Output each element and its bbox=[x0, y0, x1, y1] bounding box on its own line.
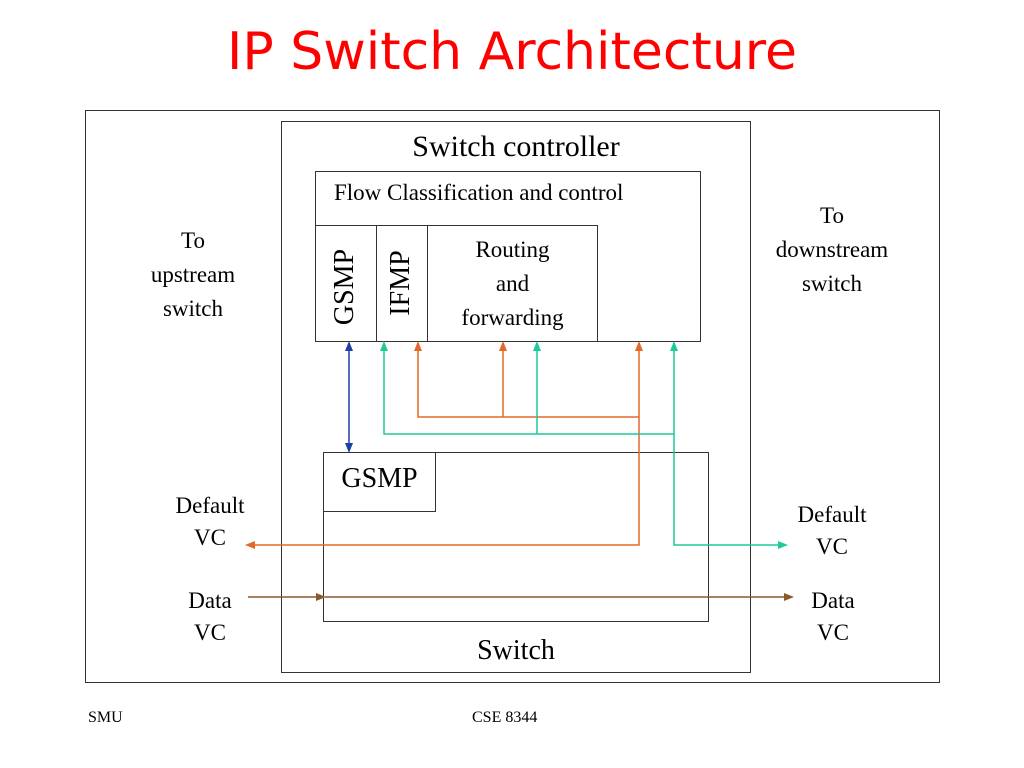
default-vc-left-line-1: Default bbox=[175, 493, 245, 518]
ifmp-link bbox=[380, 341, 674, 435]
upstream-line-3: switch bbox=[162, 296, 224, 321]
data-vc-right-line-1: Data bbox=[811, 588, 855, 613]
default-vc-right-line-2: VC bbox=[816, 534, 848, 559]
slide-title: IP Switch Architecture bbox=[226, 22, 798, 82]
default-vc-right-line-1: Default bbox=[797, 502, 867, 527]
outer-frame bbox=[85, 110, 940, 683]
downstream-line-1: To bbox=[820, 203, 844, 228]
data-vc-right-label: Data VC bbox=[773, 585, 893, 649]
routing-line-3: forwarding bbox=[461, 305, 564, 330]
switch-label: Switch bbox=[477, 635, 555, 666]
downstream-line-2: downstream bbox=[775, 237, 889, 262]
downstream-label: To downstream switch bbox=[752, 199, 912, 301]
default-vc-downstream-link bbox=[670, 341, 788, 549]
footer-left: SMU bbox=[88, 709, 123, 726]
data-vc-left-line-2: VC bbox=[194, 620, 226, 645]
upstream-line-2: upstream bbox=[150, 262, 236, 287]
data-vc-right-line-2: VC bbox=[817, 620, 849, 645]
routing-line-2: and bbox=[495, 271, 530, 296]
default-vc-left-line-2: VC bbox=[194, 525, 226, 550]
upstream-line-1: To bbox=[181, 228, 205, 253]
default-vc-left-label: Default VC bbox=[150, 490, 270, 554]
default-vc-right-label: Default VC bbox=[772, 499, 892, 563]
switch-controller-label: Switch controller bbox=[412, 130, 620, 163]
upstream-label: To upstream switch bbox=[128, 224, 258, 326]
downstream-line-3: switch bbox=[801, 271, 863, 296]
default-vc-upstream-link bbox=[245, 341, 643, 549]
data-vc-left-line-1: Data bbox=[188, 588, 232, 613]
routing-line-1: Routing bbox=[475, 237, 550, 262]
routing-forwarding-label: Routing and forwarding bbox=[427, 233, 598, 335]
flow-classification-label: Flow Classification and control bbox=[334, 180, 624, 205]
routing-link-ifmp bbox=[414, 341, 639, 418]
data-vc-left-label: Data VC bbox=[150, 585, 270, 649]
footer-center: CSE 8344 bbox=[472, 709, 538, 726]
